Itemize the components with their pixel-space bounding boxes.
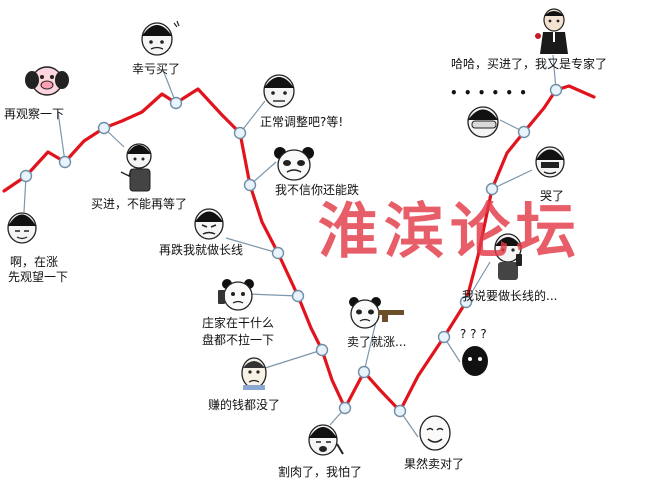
curve-node bbox=[393, 404, 407, 418]
dark-face-icon bbox=[462, 346, 488, 376]
caption-zuo-chang-xian: 我说要做长线的... bbox=[462, 289, 558, 303]
curve-node bbox=[485, 182, 499, 196]
suit-man-icon bbox=[535, 8, 568, 54]
caption-ha-ha-zhuan-jia: 哈哈，买进了，我又是专家了 bbox=[451, 57, 608, 71]
curve-node bbox=[243, 178, 257, 192]
leader-line bbox=[491, 169, 533, 190]
caption-mai-le-jiu-zhang: 卖了就涨... bbox=[347, 335, 407, 349]
curve-node bbox=[233, 126, 247, 140]
caption-ku-le: 哭了 bbox=[540, 189, 565, 203]
curve-node bbox=[97, 121, 111, 135]
curve-node bbox=[357, 365, 371, 379]
curve-node bbox=[437, 330, 451, 344]
bowl-cut-face-icon bbox=[7, 212, 37, 244]
curve-nodes bbox=[19, 83, 563, 418]
smug-face-icon bbox=[419, 415, 451, 451]
curve-node bbox=[58, 155, 72, 169]
curve-node bbox=[315, 343, 329, 357]
worried-face-icon bbox=[263, 74, 295, 108]
panda-phone-icon bbox=[218, 279, 254, 311]
curve-node bbox=[291, 289, 305, 303]
curve-node bbox=[517, 125, 531, 139]
caption-zheng-chang-tiao-zheng: 正常调整吧?等! bbox=[260, 115, 344, 129]
pig-face-icon bbox=[25, 66, 69, 96]
caption-zai-guan-cha: 再观察一下 bbox=[4, 107, 65, 121]
caption-bu-xin-hai-neng-die: 我不信你还能跌 bbox=[275, 183, 360, 197]
curve-node bbox=[459, 295, 473, 309]
leader-line bbox=[57, 111, 66, 163]
forum-watermark: 淮滨论坛 bbox=[318, 197, 582, 267]
sad-face-icon bbox=[241, 357, 267, 390]
phone-face-icon bbox=[494, 233, 522, 280]
angry-face-icon bbox=[194, 208, 224, 240]
caption-question-marks: ? ? ? bbox=[460, 327, 487, 341]
caption-guo-ran-mai-dui: 果然卖对了 bbox=[404, 457, 465, 471]
caption-xing-kui-mai-le: 幸亏买了 bbox=[132, 62, 181, 76]
panda-face-icon bbox=[274, 147, 314, 181]
price-line bbox=[2, 84, 596, 413]
leader-line bbox=[239, 100, 266, 134]
caption-zai-die-zuo-chang-xian: 再跌我就做长线 bbox=[159, 243, 244, 257]
leader-line bbox=[465, 261, 491, 303]
caption-zhuang-jia-zai-gan: 庄家在干什么 bbox=[202, 316, 275, 330]
caption-a-zai-zhang: 啊，在涨 bbox=[10, 255, 59, 269]
curve-node bbox=[549, 83, 563, 97]
sobbing-face-icon bbox=[535, 146, 565, 178]
leader-line bbox=[261, 349, 323, 370]
thinking-person-icon bbox=[120, 143, 152, 192]
leader-line bbox=[247, 293, 299, 297]
caption-xian-guan-wang: 先观望一下 bbox=[8, 270, 69, 284]
caption-pan-du-bu-la: 盘都不拉一下 bbox=[202, 333, 275, 347]
caption-ge-rou: 割肉了，我怕了 bbox=[278, 465, 363, 479]
curve-node bbox=[169, 96, 183, 110]
curve-node bbox=[19, 169, 33, 183]
caption-dots: • • • • • • bbox=[450, 86, 528, 100]
facepalm-face-icon bbox=[467, 106, 499, 138]
curve-node bbox=[271, 246, 285, 260]
caption-mai-jin: 买进，不能再等了 bbox=[91, 197, 188, 211]
curve-node bbox=[338, 401, 352, 415]
panda-gun-icon bbox=[349, 297, 404, 329]
leader-line bbox=[225, 237, 279, 254]
caption-zhuan-de-qian: 赚的钱都没了 bbox=[208, 398, 281, 412]
crying-face-icon bbox=[308, 424, 344, 456]
nervous-face-icon bbox=[141, 20, 180, 56]
